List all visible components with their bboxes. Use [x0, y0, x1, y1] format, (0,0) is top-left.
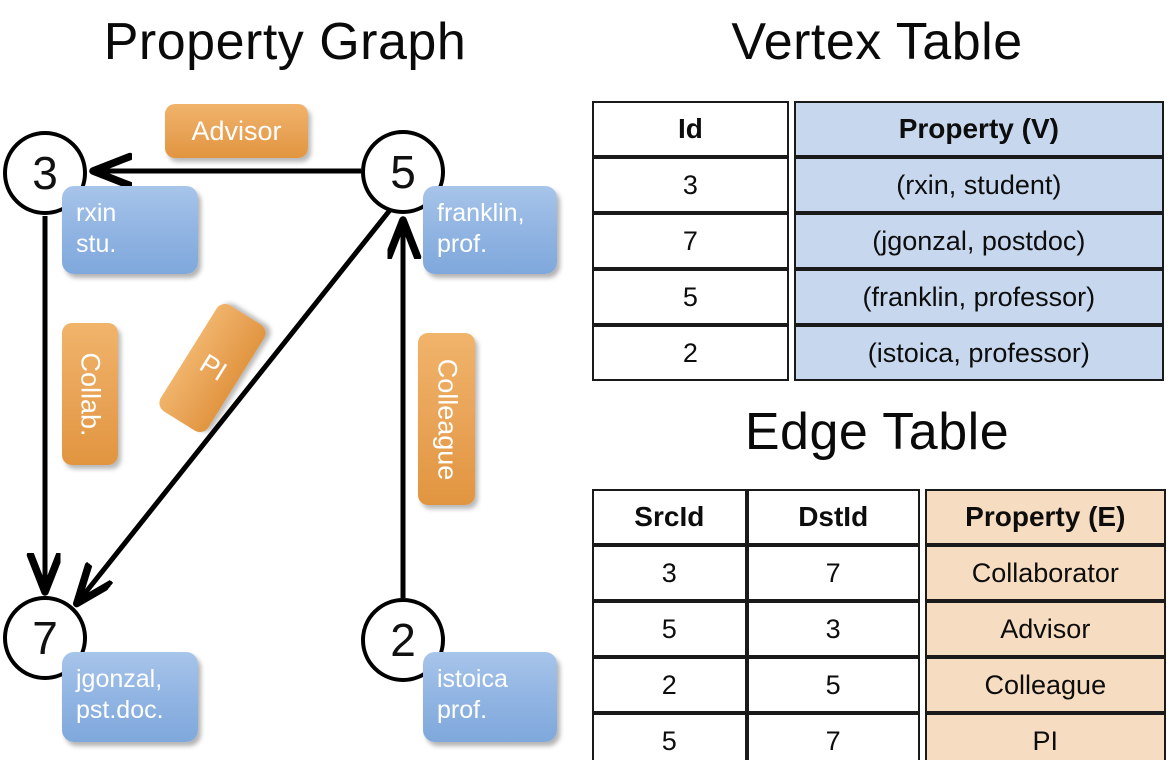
- edge-table: SrcId DstId Property (E) 3 7 Collaborato…: [592, 489, 1166, 760]
- edge-label-pi-text: PI: [193, 348, 232, 388]
- vertex-node-5-label: 5: [390, 146, 416, 198]
- vertex-node-2-label: 2: [390, 614, 416, 666]
- edge-label-collaborator: Collab.: [62, 323, 118, 465]
- page-title-property-graph: Property Graph: [103, 13, 467, 71]
- vertex-property-box-franklin: franklin, prof.: [423, 186, 557, 274]
- vertex-table-header-property: Property (V): [793, 101, 1164, 157]
- vertex-cell-id: 2: [592, 325, 789, 381]
- edge-label-colleague: Colleague: [418, 333, 475, 505]
- column-divider: [919, 545, 925, 601]
- edge-cell-property: Advisor: [924, 601, 1166, 657]
- edge-5-to-7: [78, 208, 392, 602]
- edge-label-advisor-text: Advisor: [191, 115, 282, 146]
- edge-cell-dstid: 5: [746, 657, 920, 713]
- edge-cell-srcid: 3: [592, 545, 747, 601]
- column-divider: [788, 325, 794, 381]
- table-row: 3 7 Collaborator: [592, 545, 1166, 601]
- vertex-node-3-label: 3: [32, 147, 58, 199]
- vertex-table: Id Property (V) 3 (rxin, student) 7 (jgo…: [592, 101, 1164, 381]
- graph-edges-layer: [0, 0, 580, 760]
- vertex-cell-id: 7: [592, 213, 789, 269]
- edge-cell-dstid: 3: [746, 601, 920, 657]
- table-row: 2 (istoica, professor): [592, 325, 1164, 381]
- edge-cell-srcid: 5: [592, 713, 747, 760]
- column-divider: [788, 101, 794, 157]
- edge-cell-property: Colleague: [924, 657, 1166, 713]
- edge-table-header-srcid: SrcId: [592, 489, 747, 545]
- vertex-cell-property: (franklin, professor): [793, 269, 1164, 325]
- column-divider: [919, 601, 925, 657]
- column-divider: [788, 157, 794, 213]
- vertex-property-box-istoica: istoica prof.: [423, 652, 557, 742]
- column-divider: [919, 657, 925, 713]
- vertex-cell-id: 3: [592, 157, 789, 213]
- vertex-node-2[interactable]: 2: [361, 598, 445, 682]
- edge-table-header-row: SrcId DstId Property (E): [592, 489, 1166, 545]
- column-divider: [919, 713, 925, 760]
- table-row: 7 (jgonzal, postdoc): [592, 213, 1164, 269]
- table-row: 5 (franklin, professor): [592, 269, 1164, 325]
- column-divider: [919, 489, 925, 545]
- vertex-cell-property: (jgonzal, postdoc): [793, 213, 1164, 269]
- edge-cell-dstid: 7: [746, 713, 920, 760]
- page-title-vertex-table: Vertex Table: [731, 13, 1023, 71]
- edge-cell-property: Collaborator: [924, 545, 1166, 601]
- column-divider: [788, 213, 794, 269]
- vertex-cell-property: (istoica, professor): [793, 325, 1164, 381]
- vertex-node-5[interactable]: 5: [361, 130, 445, 214]
- vertex-node-7-label: 7: [32, 612, 58, 664]
- table-row: 5 3 Advisor: [592, 601, 1166, 657]
- edge-cell-property: PI: [924, 713, 1166, 760]
- table-row: 5 7 PI: [592, 713, 1166, 760]
- vertex-table-header-row: Id Property (V): [592, 101, 1164, 157]
- column-divider: [788, 269, 794, 325]
- edge-label-collaborator-text: Collab.: [75, 351, 106, 437]
- page-title-edge-table: Edge Table: [744, 403, 1010, 461]
- table-row: 3 (rxin, student): [592, 157, 1164, 213]
- edge-cell-dstid: 7: [746, 545, 920, 601]
- edge-cell-srcid: 5: [592, 601, 747, 657]
- edge-cell-srcid: 2: [592, 657, 747, 713]
- edge-table-header-property: Property (E): [924, 489, 1166, 545]
- vertex-property-box-jgonzal: jgonzal, pst.doc.: [62, 652, 198, 742]
- vertex-property-box-rxin: rxin stu.: [62, 186, 198, 274]
- edge-table-header-dstid: DstId: [746, 489, 920, 545]
- vertex-table-header-id: Id: [592, 101, 789, 157]
- vertex-cell-property: (rxin, student): [793, 157, 1164, 213]
- table-row: 2 5 Colleague: [592, 657, 1166, 713]
- property-graph-panel: Property Graph 3 5 7: [0, 0, 580, 760]
- vertex-cell-id: 5: [592, 269, 789, 325]
- edge-label-advisor: Advisor: [165, 104, 308, 158]
- edge-label-colleague-text: Colleague: [432, 358, 462, 480]
